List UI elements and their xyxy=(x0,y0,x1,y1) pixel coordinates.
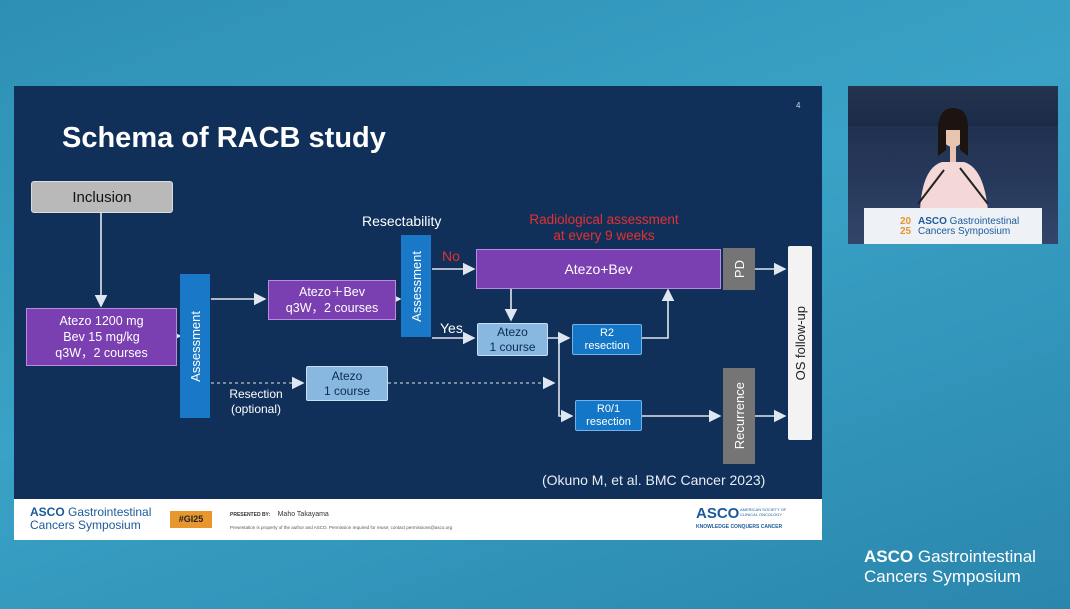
podium-year: 20 25 xyxy=(900,216,912,237)
asco-society-logo: ASCO AMERICAN SOCIETY OF CLINICAL ONCOLO… xyxy=(696,505,812,530)
assessment-bar-second: Assessment xyxy=(401,235,431,337)
speaker-figure xyxy=(917,108,989,211)
citation-text: (Okuno M, et al. BMC Cancer 2023) xyxy=(542,472,766,488)
induction-therapy-box: Atezo 1200 mg Bev 15 mg/kg q3W，2 courses xyxy=(26,308,177,366)
slide-title: Schema of RACB study xyxy=(62,122,386,154)
os-followup-box: OS follow-up xyxy=(788,246,812,440)
podium-logo: ASCO Gastrointestinal Cancers Symposium xyxy=(918,216,1020,237)
assessment-bar-first: Assessment xyxy=(180,274,210,418)
resection-optional-label: Resection (optional) xyxy=(229,387,283,416)
atezo-bev-maintenance-box: Atezo+Bev xyxy=(476,249,721,289)
asco-tagline: KNOWLEDGE CONQUERS CANCER xyxy=(696,524,783,530)
recurrence-box: Recurrence xyxy=(723,368,755,464)
slide-footer: ASCO Gastrointestinal Cancers Symposium … xyxy=(14,499,822,540)
pd-box: PD xyxy=(723,248,755,290)
resectability-label: Resectability xyxy=(362,213,442,229)
yes-label: Yes xyxy=(440,320,463,336)
speaker-video-panel: 20 25 ASCO Gastrointestinal Cancers Symp… xyxy=(848,86,1058,244)
podium: 20 25 ASCO Gastrointestinal Cancers Symp… xyxy=(864,208,1042,244)
atezo-course-box: Atezo 1 course xyxy=(477,323,548,356)
corner-asco-gi-logo: ASCO Gastrointestinal Cancers Symposium xyxy=(864,547,1036,586)
presentation-slide: 4 Schema of RACB study xyxy=(14,86,822,540)
footer-disclaimer: Presentation is property of the author a… xyxy=(230,525,453,530)
no-label: No xyxy=(442,248,460,264)
inclusion-box: Inclusion xyxy=(31,181,173,213)
diagram-connectors xyxy=(94,213,787,423)
slide-page-number: 4 xyxy=(796,101,801,110)
r01-resection-box: R0/1 resection xyxy=(575,400,642,431)
radiological-assessment-label: Radiological assessment at every 9 weeks xyxy=(529,212,679,243)
atezo-bev-box: Atezo＋Bev q3W，2 courses xyxy=(268,280,396,320)
presented-by: PRESENTED BY: Maho Takayama xyxy=(230,511,329,518)
atezo-one-course-box: Atezo 1 course xyxy=(306,366,388,401)
hashtag-badge: #GI25 xyxy=(170,511,212,528)
footer-asco-gi-logo: ASCO Gastrointestinal Cancers Symposium xyxy=(30,505,152,532)
r2-resection-box: R2 resection xyxy=(572,324,642,355)
